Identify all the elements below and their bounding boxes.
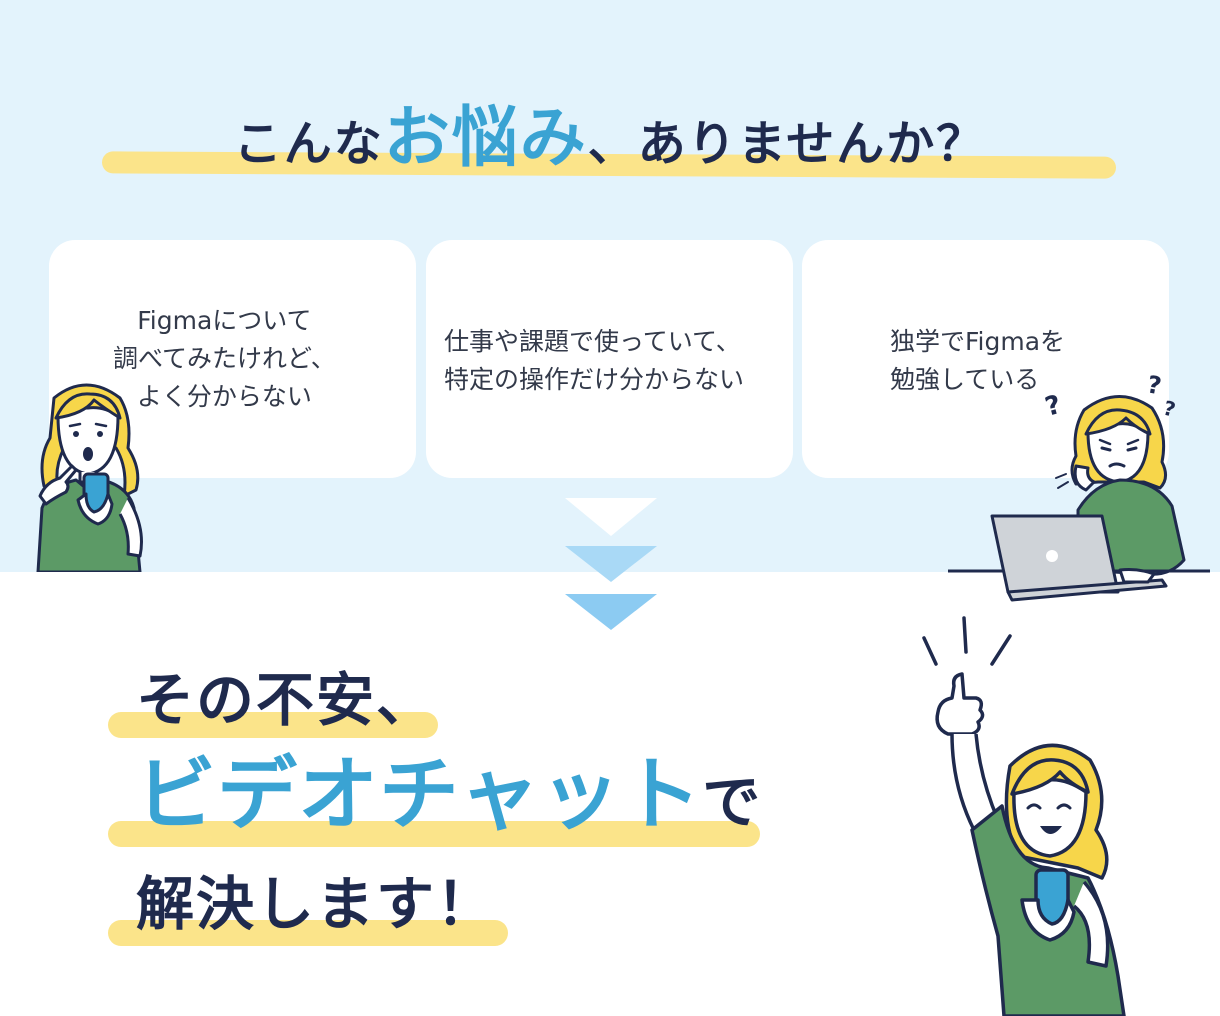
- solution-line-3: 解決します！: [108, 864, 508, 954]
- confused-woman-with-laptop-illustration: ? ? ?: [948, 370, 1210, 602]
- solution-suffix: で: [702, 768, 762, 836]
- worry-card-text: Figmaについて 調べてみたけれど、 よく分からない: [113, 306, 336, 411]
- woman-with-phone-illustration: [36, 383, 143, 572]
- svg-text:?: ?: [1161, 396, 1178, 422]
- svg-text:?: ?: [1145, 370, 1164, 400]
- solution-line-2-text: ビデオチャットで: [136, 745, 761, 852]
- heading-text: こんなお悩み、ありませんか？: [100, 88, 1120, 194]
- worry-card-text: 仕事や課題で使っていて、 特定の操作だけ分からない: [444, 327, 745, 394]
- solution-line-3-text: 解決します！: [136, 870, 497, 938]
- down-chevrons-icon: [565, 498, 657, 630]
- worry-card-1: Figmaについて 調べてみたけれど、 よく分からない: [49, 240, 416, 478]
- worries-heading: こんなお悩み、ありませんか？: [100, 88, 1120, 198]
- svg-text:?: ?: [1042, 390, 1064, 423]
- solution-line-1: その不安、: [108, 660, 438, 750]
- highlight-marker: [108, 821, 760, 847]
- solution-line-1-text: その不安、: [136, 666, 437, 734]
- heading-accent: お悩み: [383, 99, 588, 176]
- worry-card-2: 仕事や課題で使っていて、 特定の操作だけ分からない: [426, 240, 793, 478]
- thumbs-up-woman-illustration: [922, 616, 1126, 1016]
- heading-before: こんな: [233, 116, 384, 172]
- solution-line-2: ビデオチャットで: [108, 745, 760, 855]
- worry-card-text: 独学でFigmaを 勉強している: [890, 327, 1066, 394]
- solution-accent: ビデオチャット: [136, 748, 703, 841]
- highlight-marker: [108, 712, 438, 738]
- highlight-marker: [108, 920, 508, 946]
- heading-after: 、ありませんか？: [587, 116, 987, 172]
